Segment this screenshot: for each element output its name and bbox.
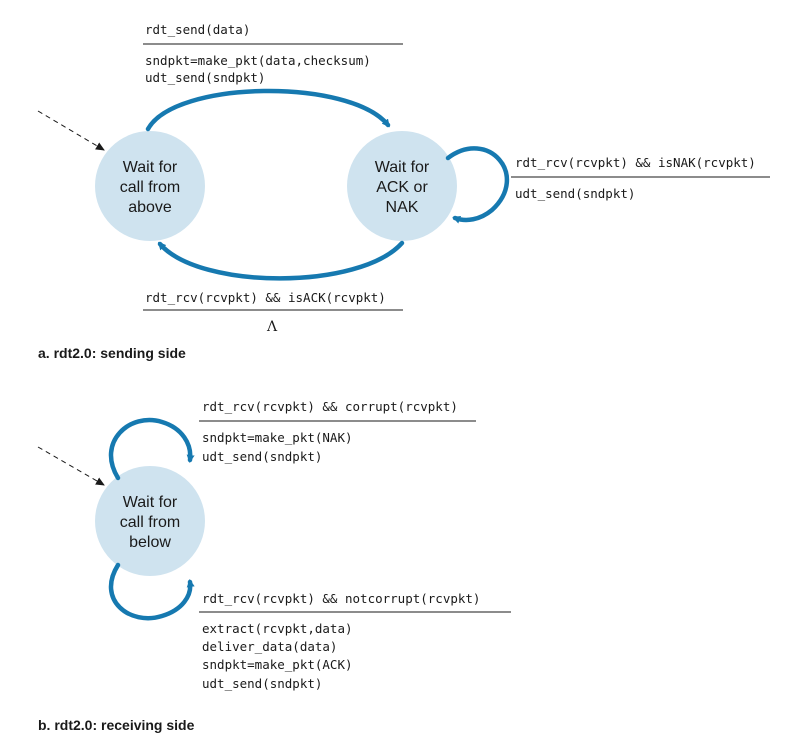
transition-action: sndpkt=make_pkt(ACK) [202,657,353,672]
sender-caption: a. rdt2.0: sending side [38,345,186,361]
arc-send-transition [145,88,391,132]
state-wait-call-from-below: Wait for call from below [95,466,205,576]
transition-action: udt_send(sndpkt) [145,70,265,85]
transition-notcorrupt-label: rdt_rcv(rcvpkt) && notcorrupt(rcvpkt) ex… [199,591,511,691]
transition-action: sndpkt=make_pkt(NAK) [202,430,353,445]
arc-notcorrupt-self-loop [108,562,195,621]
transition-event: rdt_send(data) [145,22,250,37]
sender-fsm: Wait for call from above Wait for ACK or… [37,22,770,361]
transition-action: deliver_data(data) [202,639,337,654]
transition-action: sndpkt=make_pkt(data,checksum) [145,53,371,68]
arc-ack-transition [157,240,405,281]
state-label-line: Wait for [123,159,178,176]
transition-event: rdt_rcv(rcvpkt) && isNAK(rcvpkt) [515,155,756,170]
transition-event: rdt_rcv(rcvpkt) && notcorrupt(rcvpkt) [202,591,480,606]
lambda-action: Λ [266,319,278,335]
receiver-caption: b. rdt2.0: receiving side [38,717,195,733]
state-label-line: Wait for [123,494,178,511]
state-circle [347,131,457,241]
transition-action: udt_send(sndpkt) [202,676,322,691]
state-label-line: above [128,199,172,216]
transition-event: rdt_rcv(rcvpkt) && isACK(rcvpkt) [145,290,386,305]
transition-ack-label: rdt_rcv(rcvpkt) && isACK(rcvpkt) Λ [143,290,403,335]
state-wait-ack-or-nak: Wait for ACK or NAK [347,131,457,241]
initial-state-arrow [37,446,105,486]
transition-nak-label: rdt_rcv(rcvpkt) && isNAK(rcvpkt) udt_sen… [511,155,770,201]
state-label-line: ACK or [376,179,428,196]
state-label-line: below [129,534,171,551]
transition-corrupt-label: rdt_rcv(rcvpkt) && corrupt(rcvpkt) sndpk… [199,399,476,464]
arc-corrupt-self-loop [108,417,195,481]
state-label-line: call from [120,179,180,196]
state-label-line: Wait for [375,159,430,176]
transition-event: rdt_rcv(rcvpkt) && corrupt(rcvpkt) [202,399,458,414]
state-label-line: call from [120,514,180,531]
arc-nak-self-loop [445,146,509,224]
state-circle [95,466,205,576]
transition-action: udt_send(sndpkt) [515,186,635,201]
state-label-line: NAK [386,199,419,216]
transition-send-label: rdt_send(data) sndpkt=make_pkt(data,chec… [143,22,403,85]
transition-action: extract(rcvpkt,data) [202,621,353,636]
receiver-fsm: Wait for call from below rdt_rcv(rcvpkt)… [37,399,511,733]
initial-state-arrow [37,110,105,151]
transition-action: udt_send(sndpkt) [202,449,322,464]
state-circle [95,131,205,241]
state-wait-call-from-above: Wait for call from above [95,131,205,241]
